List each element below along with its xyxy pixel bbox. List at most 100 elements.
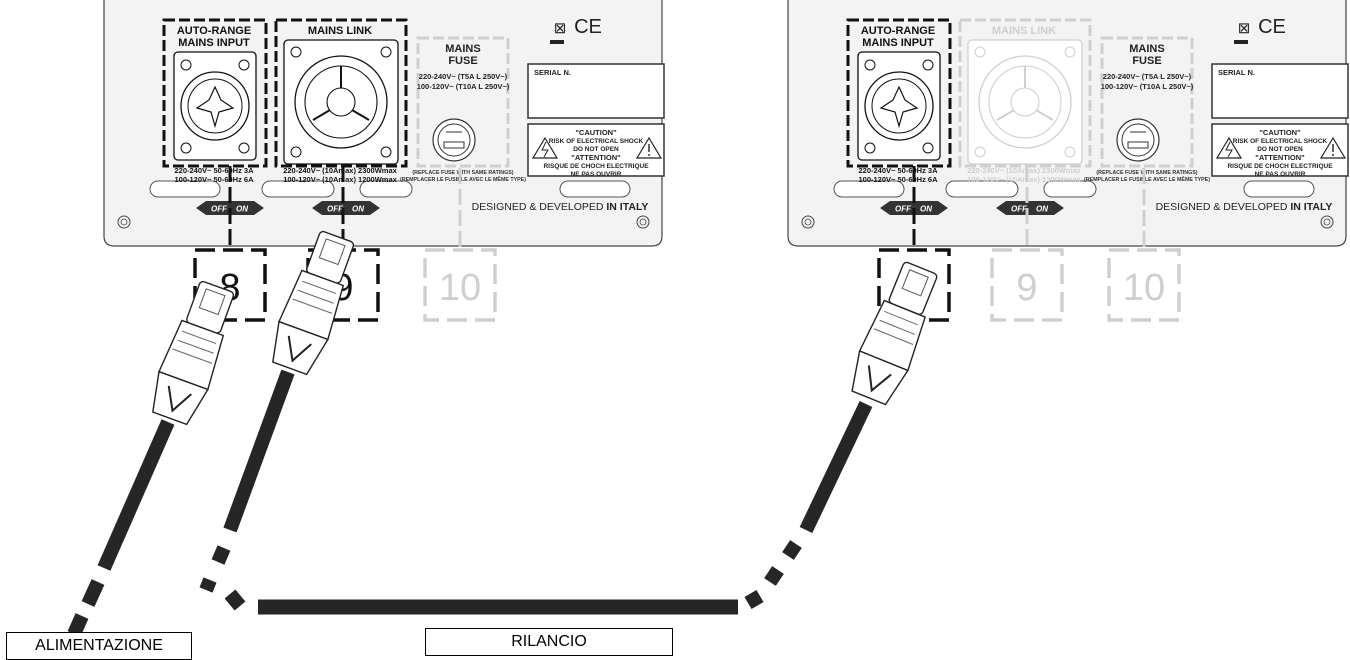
link-cable-dashes [199, 545, 246, 611]
mains-fuse-title: MAINS [1129, 43, 1164, 55]
attention-text: NE PAS OUVRIR [1255, 171, 1306, 178]
screw-icon [290, 46, 302, 58]
vent-slot [945, 180, 1019, 198]
plug-head [318, 238, 346, 266]
screw-icon [974, 146, 986, 158]
serial-label: SERIAL N. [534, 68, 571, 77]
screw-icon [1320, 215, 1334, 229]
switch-on-label: ON [352, 205, 364, 214]
attention-text: RISQUE DE CHOCH ELECTRIQUE [1227, 163, 1333, 170]
mains-input-rating: 220-240V~ 50-60Hz 3A [858, 166, 938, 175]
mains-fuse-note: (REPLACE FUSE WITH SAME RATINGS) [1096, 170, 1197, 176]
callout-box [990, 248, 1064, 322]
screw-icon [864, 59, 876, 71]
mains-link-rating: 220-240V~ (10Amax) 2300Wmax [967, 166, 1081, 175]
powercon-input-icon [173, 51, 257, 161]
fuse-holder-icon [1121, 123, 1155, 157]
switch-arrow-icon [312, 201, 380, 215]
ce-underline [1234, 40, 1248, 44]
caution-title: "CAUTION" [1259, 128, 1301, 137]
serial-box [527, 63, 665, 119]
powercon-link-icon [294, 55, 388, 149]
screw-icon [801, 215, 815, 229]
plug-grip [172, 330, 217, 364]
switch-off-label: OFF [327, 205, 344, 214]
screw-icon [974, 46, 986, 58]
powercon-input-icon [879, 85, 919, 129]
screw-icon [922, 59, 934, 71]
caution-warning-icon [635, 136, 663, 159]
mains-input-title: MAINS INPUT [862, 37, 934, 49]
powercon-link-icon [283, 39, 399, 165]
screw-icon [238, 59, 250, 71]
screw-icon [180, 59, 192, 71]
attention-title: "ATTENTION" [1255, 153, 1305, 162]
mains-fuse-frame [416, 36, 510, 168]
callout-box [423, 248, 497, 322]
vent-slot [833, 180, 905, 198]
designed-italy: IN ITALY [1290, 201, 1332, 213]
mains-input-rating: 100-120V~ 50-60Hz 6A [174, 175, 254, 184]
designed-prefix: DESIGNED & DEVELOPED [472, 201, 607, 213]
powercon-input-icon [187, 78, 243, 134]
link-cable [799, 400, 873, 534]
shock-warning-icon [1215, 136, 1243, 159]
caution-text: DO NOT OPEN [573, 146, 619, 153]
callout-box [1107, 248, 1181, 322]
vent-slot [1043, 180, 1097, 198]
switch-off-label: OFF [895, 205, 912, 214]
attention-text: RISQUE DE CHOCH ELECTRIQUE [543, 163, 649, 170]
plug-head [901, 269, 929, 297]
fuse-holder-icon [443, 141, 465, 149]
designed-prefix: DESIGNED & DEVELOPED [1156, 201, 1291, 213]
callout-number: 10 [439, 267, 481, 309]
mains-input-title: AUTO-RANGE [177, 25, 251, 37]
screw-icon [117, 215, 131, 229]
mains-input-frame [162, 18, 268, 168]
mains-link-rating: 220-240V~ (10Amax) 2300Wmax [283, 166, 397, 175]
mains-link-frame [958, 18, 1092, 168]
mains-link-title: MAINS LINK [992, 25, 1056, 37]
mains-link-frame [274, 18, 408, 168]
screw-icon [922, 142, 934, 154]
screw-icon [1064, 146, 1076, 158]
mains-fuse-title: MAINS [445, 43, 480, 55]
mains-fuse-note: (REMPLACER LE FUSIBLE AVEC LE MÊME TYPE) [400, 175, 526, 183]
cables [67, 230, 938, 637]
screw-icon [380, 46, 392, 58]
mains-link-title: MAINS LINK [308, 25, 372, 37]
ce-underline [550, 40, 564, 44]
designed-italy: IN ITALY [606, 201, 648, 213]
link-cable [223, 369, 295, 533]
designed-in-italy-text: DESIGNED & DEVELOPED IN ITALY [1156, 201, 1333, 213]
attention-title: "ATTENTION" [571, 153, 621, 162]
weee-bin-icon: ⊠ [1238, 20, 1251, 37]
plug-head [198, 288, 226, 316]
switch-on-label: ON [920, 205, 932, 214]
designed-in-italy-text: DESIGNED & DEVELOPED IN ITALY [472, 201, 649, 213]
fuse-holder-icon [432, 118, 476, 162]
mains-fuse-rating: 100-120V~ (T10A L 250V~) [417, 82, 510, 91]
shock-warning-icon [531, 136, 559, 159]
shock-warning-icon [1225, 141, 1233, 158]
screw-icon [804, 218, 812, 226]
screw-icon [639, 218, 647, 226]
switch-arrow-icon [996, 201, 1064, 215]
callout-number: 9 [1016, 267, 1037, 309]
powercon-input-icon [195, 85, 235, 129]
off-on-switch-arrow: OFF ON [312, 201, 380, 215]
vent-slot [149, 180, 221, 198]
mains-fuse-rating: 220-240V~ (T5A L 250V~) [419, 72, 508, 81]
mains-fuse-frame [1100, 36, 1194, 168]
callout-number: 10 [1123, 267, 1165, 309]
mains-fuse-title: FUSE [448, 55, 477, 67]
mains-fuse-title: FUSE [1132, 55, 1161, 67]
